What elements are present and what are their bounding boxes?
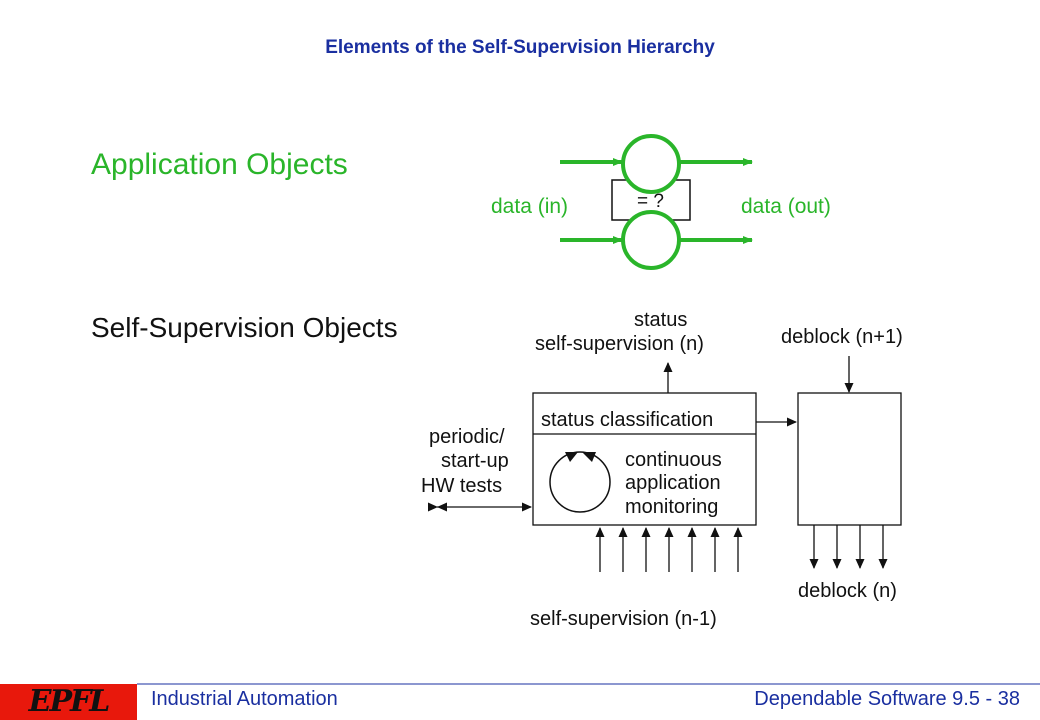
monitoring-loop-arrowhead-right (582, 452, 596, 462)
compare-label: = ? (637, 191, 664, 212)
status-classification-label: status classification (541, 409, 714, 431)
self-supervision-objects-heading: Self-Supervision Objects (91, 312, 398, 343)
hw-tests-label: HW tests (421, 475, 503, 497)
epfl-logo: EPFL (0, 684, 137, 720)
monitoring-loop-arrowhead-left (565, 452, 578, 462)
application-object-top (621, 134, 681, 194)
monitoring-label: monitoring (625, 496, 719, 518)
status-label: status (634, 309, 688, 331)
slide-title: Elements of the Self-Supervision Hierarc… (325, 37, 715, 58)
continuous-label: continuous (625, 449, 722, 471)
epfl-logo-text: EPFL (28, 684, 111, 719)
status-ss-label: self-supervision (n) (535, 333, 704, 355)
start-up-label: start-up (441, 450, 509, 472)
deblock-box (797, 392, 902, 526)
deblock-above-label: deblock (n+1) (781, 326, 903, 348)
data-in-label: data (in) (491, 195, 569, 218)
application-object-bottom (621, 210, 681, 270)
lower-ss-label: self-supervision (n-1) (530, 608, 717, 630)
footer-slide-number: Dependable Software 9.5 - 38 (754, 688, 1020, 710)
application-objects-heading: Application Objects (91, 148, 348, 181)
application-label: application (625, 472, 721, 494)
periodic-label: periodic/ (429, 426, 505, 448)
deblock-below-label: deblock (n) (798, 580, 897, 602)
data-out-label: data (out) (741, 195, 831, 218)
monitoring-loop-icon (549, 451, 611, 513)
footer-course-title: Industrial Automation (151, 688, 338, 710)
